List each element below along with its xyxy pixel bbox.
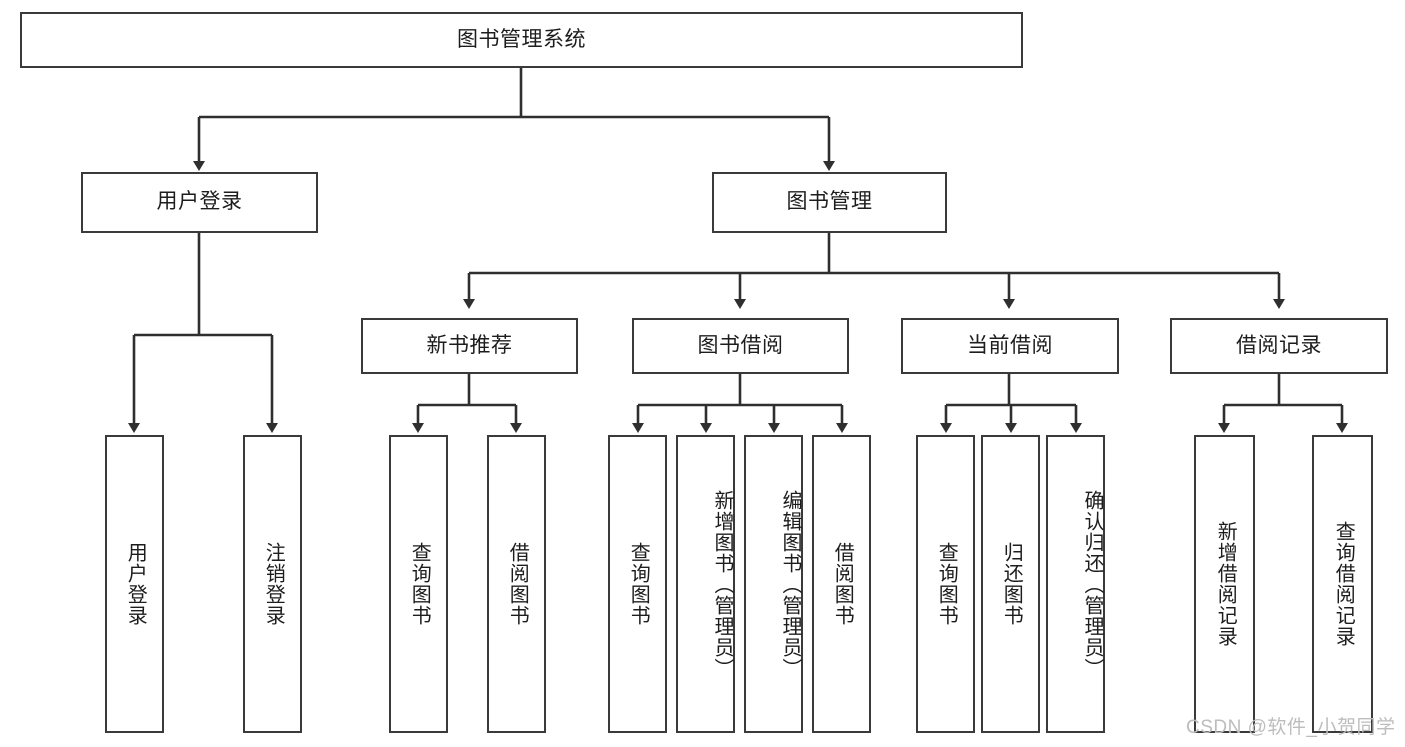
leaf-book-borrow-lend[interactable]: 借阅图书 [812,435,871,733]
leaf-book-borrow-add[interactable]: 新增图书（管理员） [676,435,735,733]
node-book-manage[interactable]: 图书管理 [712,172,947,233]
node-book-borrow[interactable]: 图书借阅 [632,318,849,374]
node-new-book-recommend[interactable]: 新书推荐 [361,318,578,374]
leaf-user-login-logout[interactable]: 注销登录 [243,435,302,733]
leaf-new-book-query[interactable]: 查询图书 [389,435,448,733]
leaf-new-book-borrow[interactable]: 借阅图书 [487,435,546,733]
leaf-book-borrow-edit[interactable]: 编辑图书（管理员） [744,435,803,733]
leaf-current-borrow-query[interactable]: 查询图书 [916,435,975,733]
leaf-user-login-login[interactable]: 用户登录 [105,435,164,733]
leaf-book-borrow-query[interactable]: 查询图书 [608,435,667,733]
leaf-borrow-record-add[interactable]: 新增借阅记录 [1194,435,1255,733]
leaf-current-borrow-return[interactable]: 归还图书 [981,435,1040,733]
leaf-current-borrow-confirm-return[interactable]: 确认归还（管理员） [1046,435,1105,733]
node-root[interactable]: 图书管理系统 [20,12,1023,68]
watermark-text: CSDN @软件_小贺同学 [1186,717,1396,738]
leaf-borrow-record-query[interactable]: 查询借阅记录 [1312,435,1373,733]
node-current-borrow[interactable]: 当前借阅 [901,318,1119,374]
node-borrow-record[interactable]: 借阅记录 [1170,318,1388,374]
node-user-login[interactable]: 用户登录 [81,172,318,233]
